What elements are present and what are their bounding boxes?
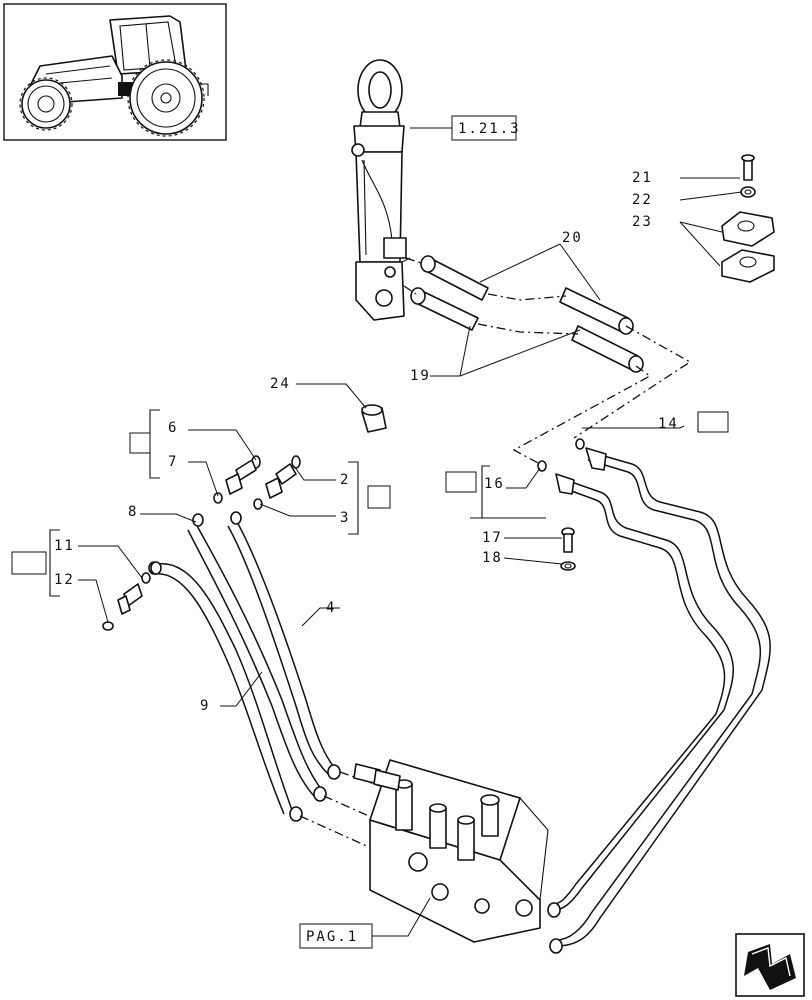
- leader-lines: [78, 127, 743, 937]
- next-page-arrow-icon[interactable]: [735, 933, 805, 997]
- flexible-hoses: [150, 511, 421, 853]
- tractor-overview-icon: [3, 3, 227, 141]
- callout-7: 7: [168, 454, 178, 470]
- callout-9: 9: [200, 698, 210, 714]
- ref-box-control-valve: [299, 923, 373, 949]
- callout-labels: 1 2 3 4 5 6 7 8 9 10 11 12 13 14 15 16 1…: [16, 170, 722, 714]
- pipe-clamp: [721, 154, 775, 283]
- ref-control-valve: PAG.1: [306, 929, 358, 945]
- callout-22: 22: [632, 192, 653, 208]
- callout-12: 12: [54, 572, 75, 588]
- callout-11: 11: [54, 538, 75, 554]
- callout-24: 24: [270, 376, 291, 392]
- callout-18: 18: [482, 550, 503, 566]
- callout-14: 14: [658, 416, 679, 432]
- callout-23: 23: [632, 214, 653, 230]
- lift-cylinder: [351, 59, 411, 321]
- callout-21: 21: [632, 170, 653, 186]
- callout-6: 6: [168, 420, 178, 436]
- control-valve: [353, 759, 549, 943]
- ref-box-lift-cylinder: [451, 115, 517, 141]
- ref-lift-cylinder: 1.21.3: [458, 121, 521, 137]
- callout-17: 17: [482, 530, 503, 546]
- cylinder-pipe-set: [403, 255, 692, 465]
- hose-adapters: [102, 455, 301, 631]
- callout-16: 16: [484, 476, 505, 492]
- callout-3: 3: [340, 510, 350, 526]
- reference-boxes: 1.21.3 PAG.1: [299, 115, 521, 949]
- plug: [361, 404, 387, 433]
- bolt-and-washer: [560, 527, 576, 571]
- callout-19: 19: [410, 368, 431, 384]
- callout-8: 8: [128, 504, 138, 520]
- callout-2: 2: [340, 472, 350, 488]
- boxed-callouts: [11, 411, 729, 575]
- callout-4: 4: [326, 600, 336, 616]
- callout-20: 20: [562, 230, 583, 246]
- rigid-pipes: [537, 438, 771, 954]
